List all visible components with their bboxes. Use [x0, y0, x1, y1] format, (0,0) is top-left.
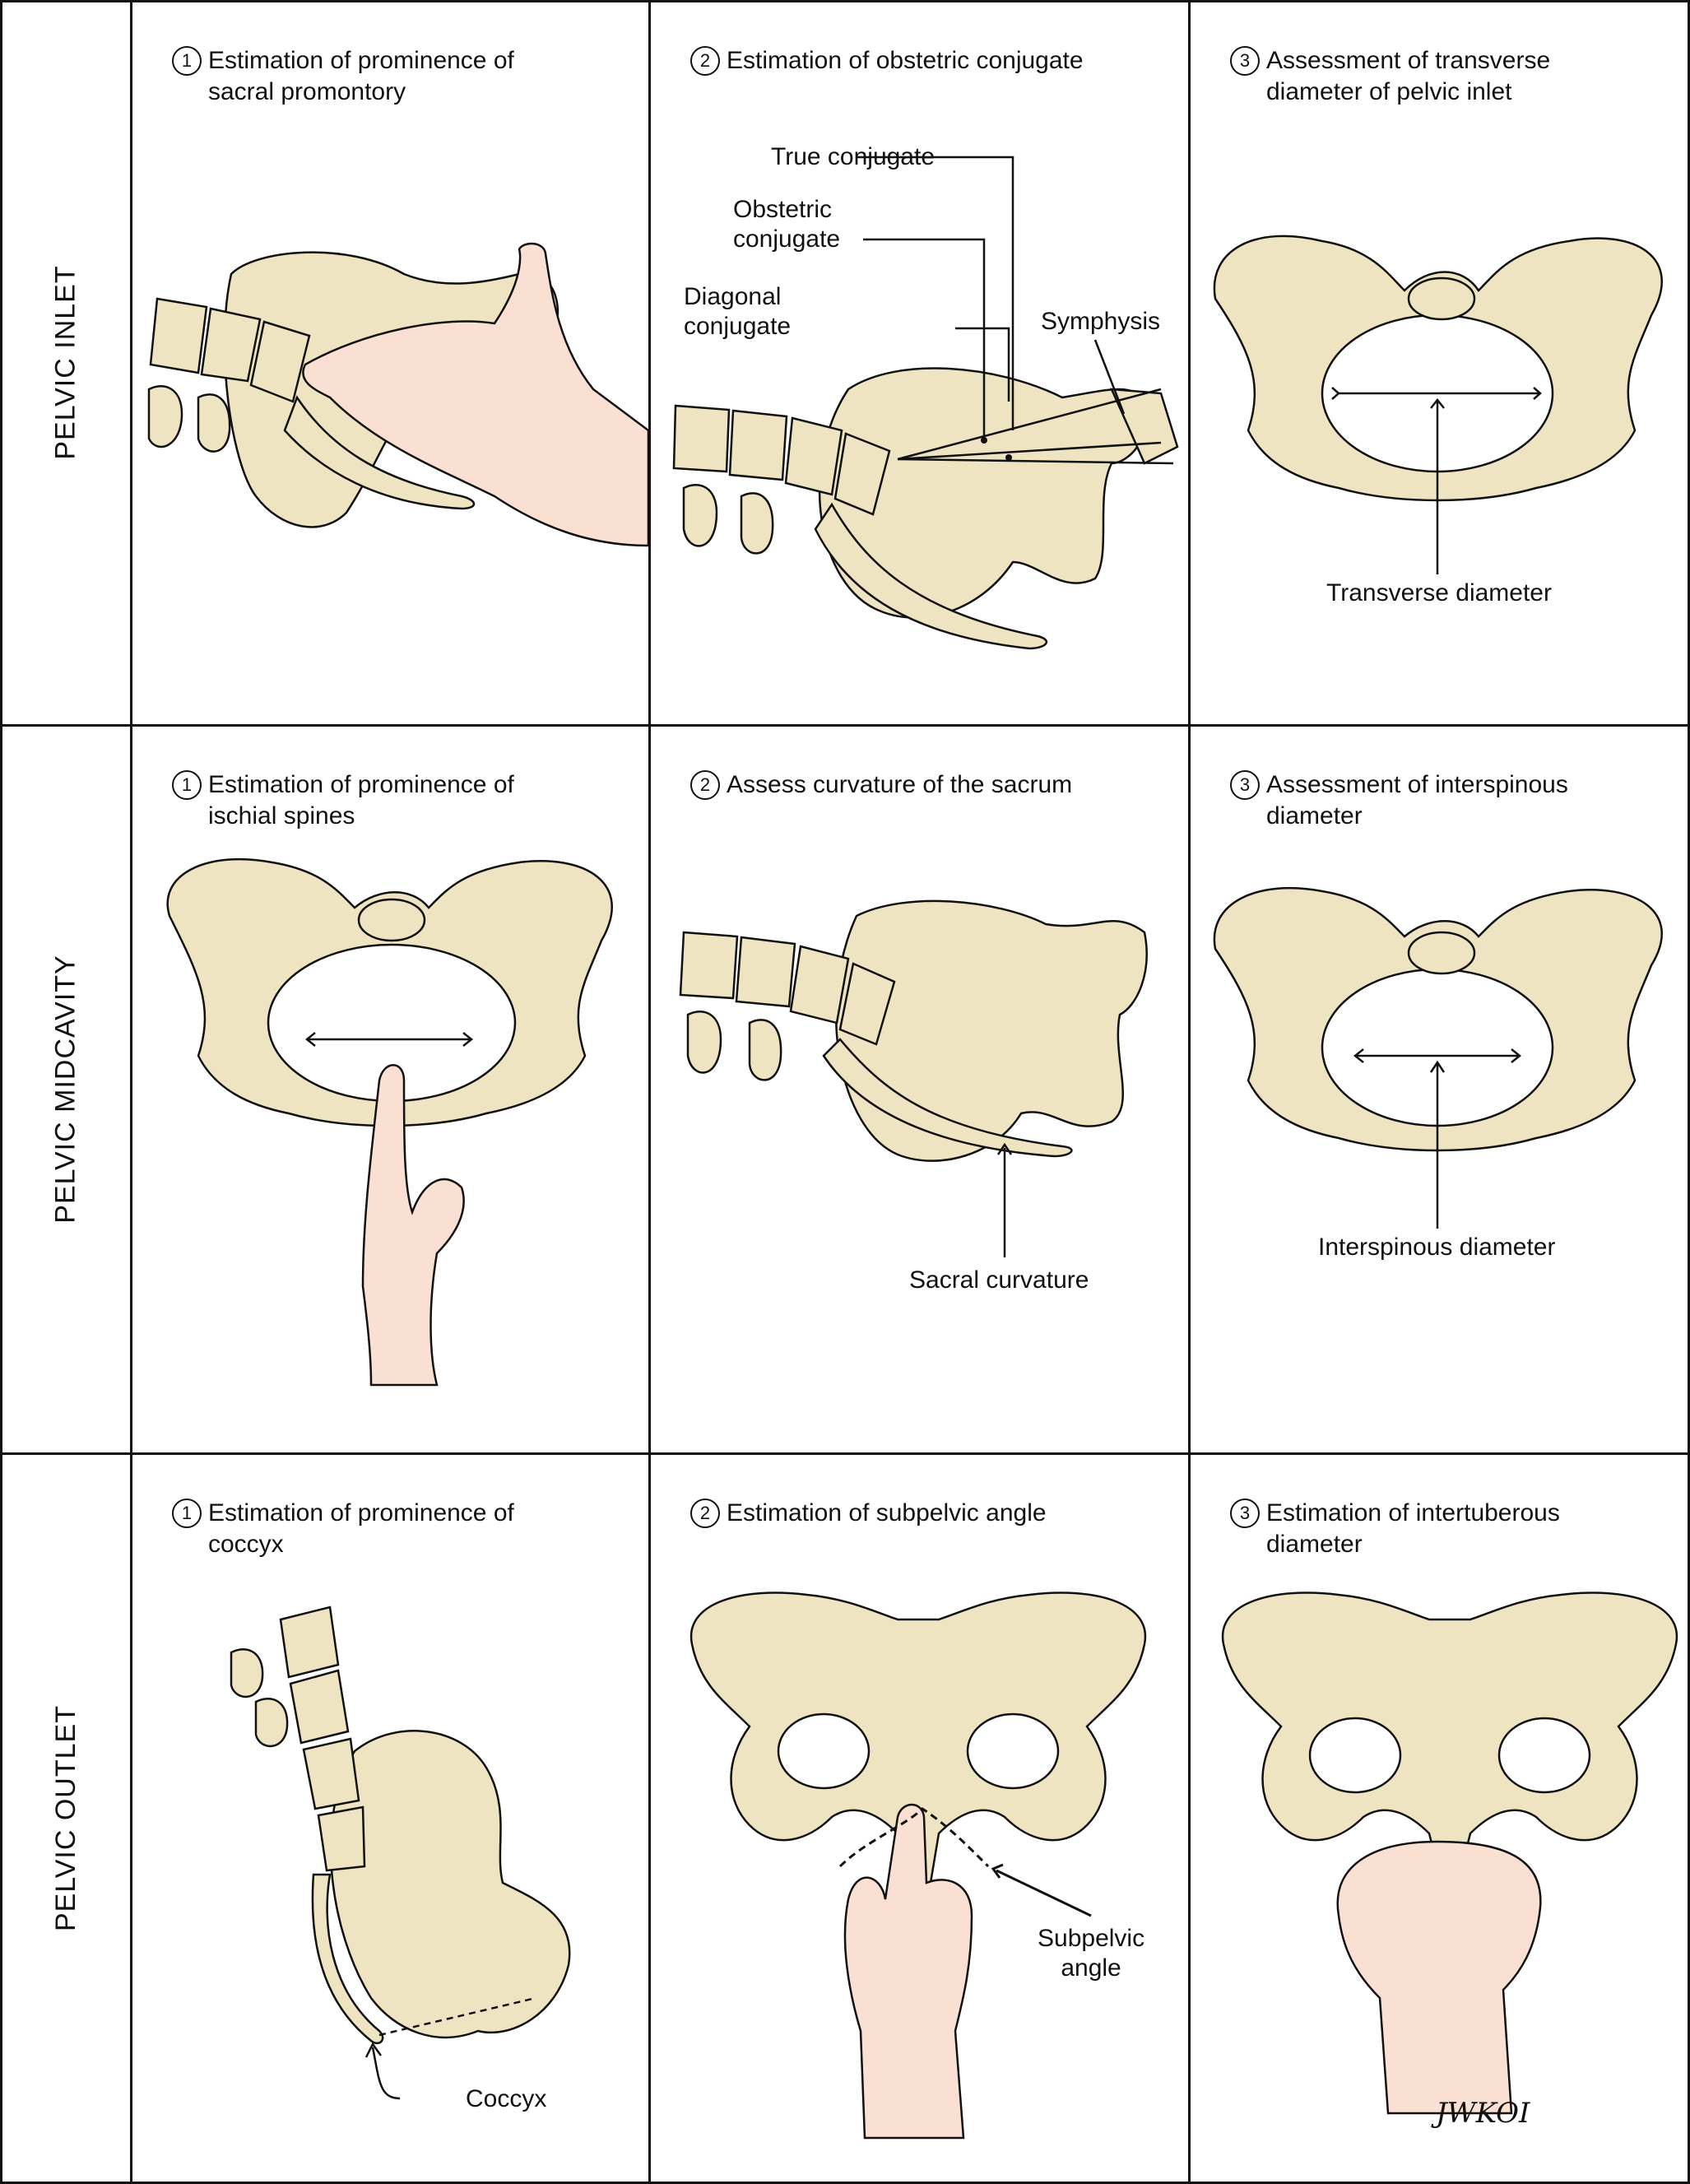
panel-outlet-subpelvic-angle: 2 Estimation of subpelvic angle Subpelvi…: [651, 1455, 1188, 2182]
row-label-inlet: PELVIC INLET: [49, 264, 81, 460]
step-number: 2: [690, 1499, 720, 1528]
panel-caption: 2 Assess curvature of the sacrum: [690, 769, 1072, 801]
row-label-midcavity: PELVIC MIDCAVITY: [49, 955, 81, 1224]
sacral-curvature-label: Sacral curvature: [909, 1266, 1089, 1294]
pelvis-frontal-finger-illustration: [166, 857, 613, 1387]
panel-caption: 2 Estimation of subpelvic angle: [690, 1498, 1047, 1529]
grid-line-right: [1688, 0, 1690, 2184]
step-number: 1: [172, 1499, 202, 1528]
pelvis-lateral-hand-illustration: [147, 242, 648, 547]
true-conjugate-label: True conjugate: [771, 143, 936, 170]
pelvis-frontal-interspinous-illustration: [1213, 886, 1663, 1229]
pelvis-sagittal-conjugates-illustration: [672, 156, 1179, 650]
transverse-diameter-label: Transverse diameter: [1326, 579, 1552, 606]
obstetric-conjugate-point: [981, 437, 987, 444]
grid-line-left: [0, 0, 2, 2184]
grid-line-row-2: [0, 724, 1690, 727]
coccyx-label: Coccyx: [466, 2085, 547, 2112]
step-number: 1: [172, 46, 202, 76]
grid-line-bottom: [0, 2182, 1690, 2184]
pelvis-lateral-coccyx-illustration: [230, 1605, 571, 2100]
step-number: 3: [1230, 1499, 1260, 1528]
diagonal-conjugate-point: [1005, 454, 1012, 461]
step-number: 3: [1230, 46, 1260, 76]
step-number: 1: [172, 770, 202, 800]
grid-line-col-3: [1188, 0, 1191, 2184]
pelvis-frontal-fist-illustration: [1221, 1592, 1678, 2115]
step-number: 2: [690, 770, 720, 800]
grid-line-top: [0, 0, 1690, 2]
grid-line-label-col: [130, 0, 132, 2184]
grid-line-col-2: [648, 0, 651, 2184]
pelvis-sagittal-sacrum-illustration: [679, 899, 1148, 1257]
artist-signature: JWKOI: [1436, 2097, 1530, 2130]
panel-caption: 2 Estimation of obstetric conjugate: [690, 45, 1084, 77]
pelvis-frontal-transverse-illustration: [1213, 235, 1663, 574]
panel-inlet-obstetric-conjugate: 2 Estimation of obstetric conjugate: [651, 2, 1188, 724]
step-number: 2: [690, 46, 720, 76]
row-label-outlet: PELVIC OUTLET: [49, 1704, 81, 1931]
panel-mid-sacral-curvature: 2 Assess curvature of the sacrum Sacral …: [651, 727, 1188, 1452]
pelvis-frontal-subpelvic-illustration: [689, 1592, 1147, 2140]
step-number: 3: [1230, 770, 1260, 800]
interspinous-diameter-label: Interspinous diameter: [1318, 1234, 1556, 1261]
symphysis-label: Symphysis: [1041, 308, 1161, 335]
grid-line-row-3: [0, 1452, 1690, 1455]
